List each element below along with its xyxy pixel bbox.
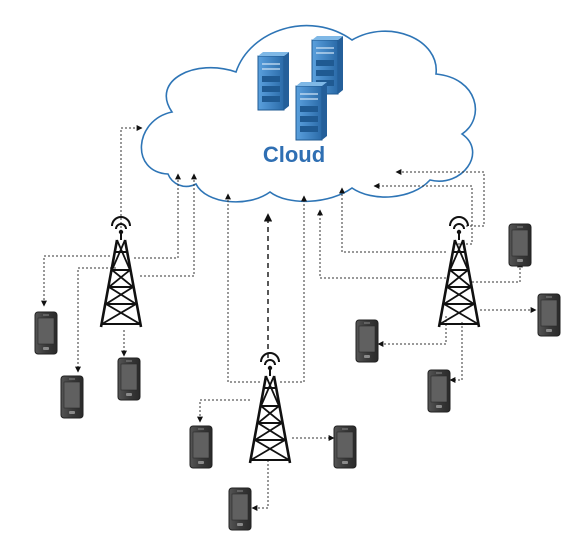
mobile-phone-icon xyxy=(60,375,84,419)
uplink-connector xyxy=(140,173,197,277)
downlink-connector xyxy=(197,399,250,423)
mobile-phone-icon xyxy=(427,369,451,413)
uplink-connector xyxy=(395,169,485,227)
uplink-connector xyxy=(225,193,260,383)
mobile-phone-icon xyxy=(333,425,357,469)
downlink-connector xyxy=(472,261,523,283)
mobile-phone-icon xyxy=(189,425,213,469)
downlink-connector xyxy=(377,316,447,347)
cell-tower-icon xyxy=(99,215,143,329)
cell-tower-icon xyxy=(437,215,481,329)
mobile-phone-icon xyxy=(117,357,141,401)
uplink-connector xyxy=(134,173,181,259)
cell-tower-icon xyxy=(248,351,292,465)
uplink-connector xyxy=(280,195,307,383)
downlink-connector xyxy=(251,460,269,511)
uplink-connector xyxy=(317,209,446,279)
downlink-connector xyxy=(41,255,110,307)
uplink-connector xyxy=(120,125,143,232)
mobile-phone-icon xyxy=(537,293,561,337)
mobile-phone-icon xyxy=(228,487,252,531)
mobile-phone-icon xyxy=(508,223,532,267)
mobile-phone-icon xyxy=(34,311,58,355)
downlink-connector xyxy=(449,322,463,383)
cloud-label: Cloud xyxy=(262,142,326,167)
downlink-connector xyxy=(75,267,116,373)
mobile-phone-icon xyxy=(355,319,379,363)
uplink-connector xyxy=(339,187,446,253)
